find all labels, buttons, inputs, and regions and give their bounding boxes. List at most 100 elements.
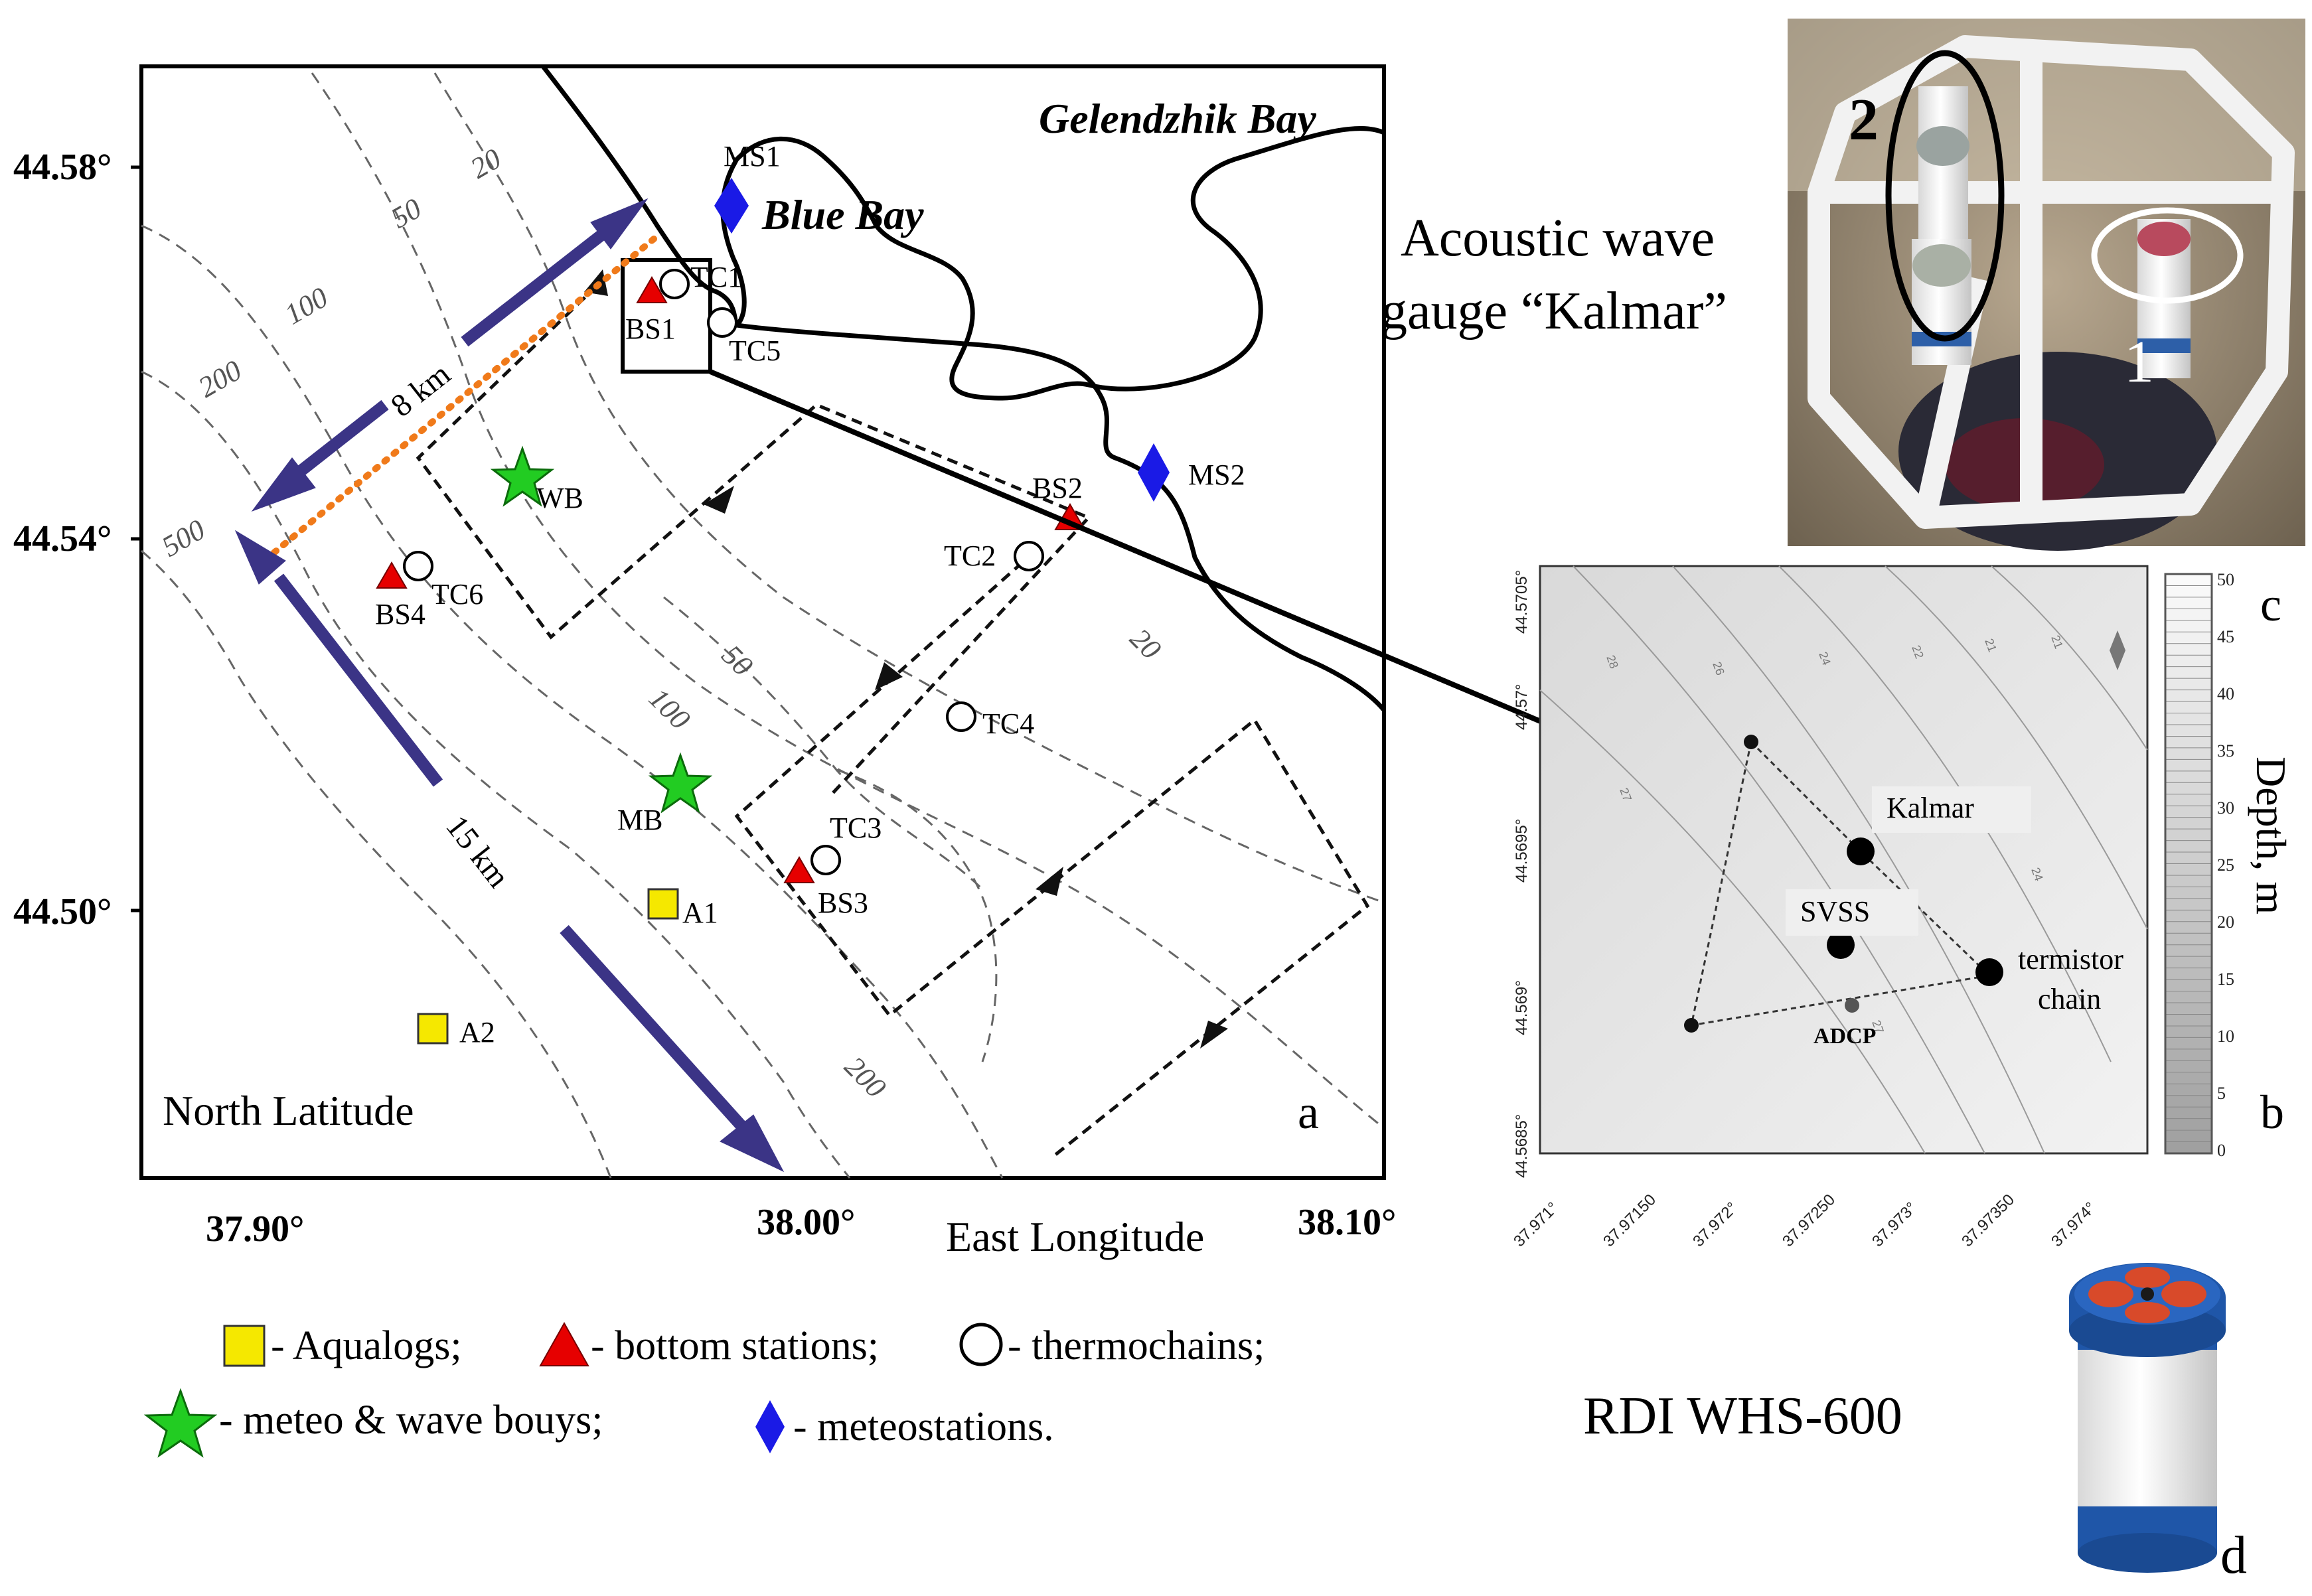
panel-letter-a: a [1298, 1086, 1319, 1139]
bottom-station-marker [636, 276, 668, 303]
svg-text:5: 5 [2217, 1084, 2226, 1103]
legend-buoy-swatch [143, 1388, 218, 1458]
colorbar-stripe [2165, 585, 2212, 598]
colorbar-stripe [2165, 806, 2212, 818]
colorbar-stripe [2165, 1095, 2212, 1108]
place-blue-bay: Blue Bay [761, 191, 924, 238]
north-arrow-icon [2110, 630, 2125, 670]
buoy-star-mb [648, 752, 713, 814]
lat-tick: 44.50° [13, 891, 112, 932]
aqualog-marker [417, 1013, 449, 1045]
colorbar-stripe [2165, 1037, 2212, 1050]
station-label-bs3: BS3 [818, 887, 868, 919]
aqualog-marker [647, 888, 679, 920]
instrument-triangle [1690, 741, 1992, 1027]
termistor-point [1975, 958, 2003, 986]
colorbar-stripe [2165, 1025, 2212, 1038]
colorbar-ticks: 50 45 40 35 30 25 20 15 10 5 0 [2217, 570, 2234, 1160]
highlight-sensor-1 [2091, 207, 2244, 304]
colorbar-stripe [2165, 829, 2212, 841]
colorbar-stripe [2165, 852, 2212, 864]
distance-arrows [234, 198, 785, 1173]
colorbar-stripe [2165, 968, 2212, 980]
legend-bottom-stations: - bottom stations; [591, 1323, 879, 1368]
colorbar-stripe [2165, 632, 2212, 644]
legend-meteostations: - meteostations. [793, 1404, 1054, 1449]
ylabel-north-latitude: North Latitude [163, 1087, 414, 1134]
map-frame [139, 64, 1386, 1180]
inset-frame [1539, 565, 2149, 1155]
colorbar-stripe [2165, 666, 2212, 679]
svg-text:37.971°: 37.971° [1510, 1198, 1562, 1250]
colorbar-stripe [2165, 713, 2212, 725]
svg-text:30: 30 [2217, 798, 2234, 818]
svss-point [1827, 931, 1855, 959]
station-label-tc2: TC2 [944, 540, 996, 572]
kalmar-point [1847, 837, 1875, 865]
photo-marker-2: 2 [1849, 87, 1879, 153]
adcp-point [1845, 998, 1859, 1013]
station-label-tc6: TC6 [431, 578, 483, 611]
bottom-station-marker [376, 561, 408, 589]
colorbar-stripe [2165, 655, 2212, 668]
colorbar-stripe [2165, 887, 2212, 899]
legend-thermo-swatch [959, 1323, 1003, 1366]
colorbar-stripe [2165, 1060, 2212, 1073]
legend-meteo-swatch [755, 1400, 785, 1453]
svg-text:37.97350: 37.97350 [1958, 1191, 2018, 1250]
lat-tick: 44.58° [13, 147, 112, 188]
colorbar-stripe [2165, 863, 2212, 876]
svg-text:50: 50 [2217, 570, 2234, 589]
thermochain-markers [403, 269, 1044, 875]
svg-text:37.974°: 37.974° [2048, 1198, 2100, 1250]
svg-text:37.97150: 37.97150 [1600, 1191, 1659, 1250]
instrument-point [1684, 1018, 1699, 1033]
svg-text:37.97250: 37.97250 [1779, 1191, 1839, 1250]
colorbar-stripe [2165, 759, 2212, 772]
station-label-tc5: TC5 [729, 334, 781, 367]
panel-letter-b: b [2260, 1086, 2284, 1139]
panel-letter-c: c [2260, 578, 2281, 631]
place-gelendzhik-bay: Gelendzhik Bay [1039, 95, 1316, 142]
kalmar-photo: 2 1 [1788, 19, 2305, 551]
instrument-point [1744, 735, 1758, 749]
bottom-station-marker [783, 856, 815, 883]
colorbar-stripe [2165, 1118, 2212, 1131]
colorbar-stripe [2165, 944, 2212, 957]
inset-depth-contours [1539, 565, 2148, 1154]
station-label-mb: MB [617, 804, 662, 836]
xlabel-east-longitude: East Longitude [946, 1213, 1204, 1260]
colorbar-stripe [2165, 701, 2212, 714]
colorbar-stripe [2165, 620, 2212, 632]
svg-text:40: 40 [2217, 684, 2234, 703]
svg-text:45: 45 [2217, 627, 2234, 646]
colorbar-stripe [2165, 678, 2212, 691]
colorbar-stripe [2165, 1003, 2212, 1015]
station-label-tc4: TC4 [982, 707, 1034, 740]
legend-aqualog-swatch [223, 1325, 266, 1367]
track-mid [734, 549, 1370, 1156]
bottom-station-marker [1054, 503, 1086, 530]
lon-axis: 37.90° 38.00° 38.10° [206, 1202, 1396, 1250]
svg-text:15: 15 [2217, 970, 2234, 989]
station-label-ms1: MS1 [724, 140, 781, 173]
legend-buoys: - meteo & wave bouys; [219, 1398, 603, 1443]
svg-text:25: 25 [2217, 855, 2234, 875]
colorbar-stripe [2165, 956, 2212, 969]
svg-text:37.972°: 37.972° [1689, 1198, 1741, 1250]
svg-text:44.5685°: 44.5685° [1513, 1114, 1531, 1178]
colorbar-stripe [2165, 597, 2212, 609]
lat-tick: 44.54° [13, 518, 112, 559]
station-label-bs2: BS2 [1032, 472, 1083, 504]
panel-letter-d: d [2220, 1526, 2247, 1585]
station-label-bs1: BS1 [625, 313, 676, 345]
legend: - Aqualogs; - bottom stations; - thermoc… [143, 1321, 1265, 1458]
colorbar-stripe [2165, 875, 2212, 887]
label-chain: chain [2038, 983, 2101, 1015]
colorbar-stripe [2165, 689, 2212, 702]
inset-lat-axis: 44.5705° 44.57° 44.5695° 44.569° 44.5685… [1513, 570, 1531, 1178]
adcp-caption: RDI WHS-600 [1583, 1387, 1902, 1445]
colorbar-stripe [2165, 724, 2212, 737]
colorbar-stripe [2165, 979, 2212, 992]
